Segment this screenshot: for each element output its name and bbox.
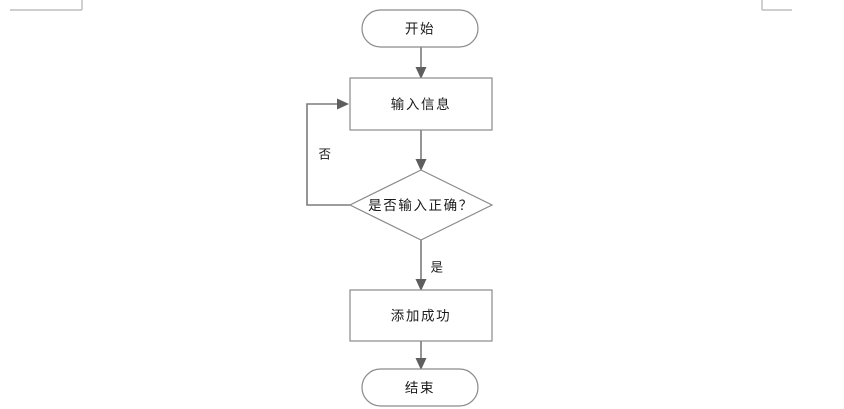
nodes-group: 开始 输入信息 是否输入正确？ 添加成功 结束 (348, 9, 494, 407)
add-success-process-shape[interactable] (349, 289, 493, 342)
node-end[interactable]: 结束 (361, 368, 479, 407)
top-left-margin-mark (10, 0, 83, 11)
node-start-label: 开始 (405, 22, 435, 38)
edge-label-yes: 是 (430, 260, 443, 275)
edge-line (306, 103, 350, 206)
node-input-info-label: 输入信息 (391, 96, 451, 113)
connectors-group: 是 否 (306, 47, 443, 370)
arrow-head-icon (415, 159, 427, 171)
arrow-head-icon (415, 279, 427, 291)
node-check-input[interactable]: 是否输入正确？ (348, 169, 494, 241)
node-add-success[interactable]: 添加成功 (349, 289, 493, 342)
node-add-success-label: 添加成功 (391, 309, 451, 325)
edge-success-to-end (415, 341, 427, 370)
check-input-decision-shape[interactable] (348, 169, 494, 241)
input-info-process-shape[interactable] (349, 77, 493, 131)
edge-check-yes-to-success: 是 (415, 240, 443, 291)
margin-corner-marks (10, 0, 792, 11)
node-check-input-label: 是否输入正确？ (368, 198, 474, 214)
top-right-margin-mark (761, 0, 792, 11)
edge-check-no-loop-back: 否 (306, 98, 350, 206)
edge-input-to-check (415, 130, 427, 171)
arrow-head-icon (415, 358, 427, 370)
arrow-head-icon (337, 98, 349, 110)
edge-label-no: 否 (318, 147, 331, 162)
edge-start-to-input (415, 47, 427, 79)
node-start[interactable]: 开始 (361, 9, 479, 48)
node-input-info[interactable]: 输入信息 (349, 77, 493, 131)
arrow-head-icon (415, 67, 427, 79)
start-terminator-shape[interactable] (361, 9, 479, 48)
node-end-label: 结束 (405, 381, 435, 397)
end-terminator-shape[interactable] (361, 368, 479, 407)
